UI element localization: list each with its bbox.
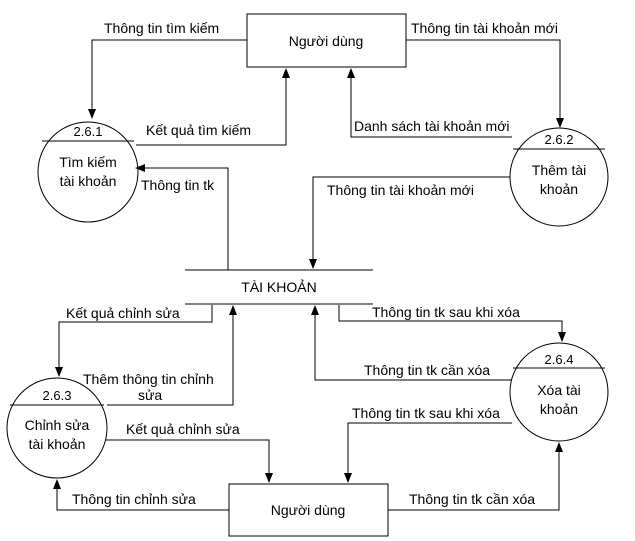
process-2-6-1-line2: tài khoản (60, 173, 117, 189)
process-2-6-1-line1: Tìm kiếm (59, 154, 117, 170)
flow-after-delete-store-label: Thông tin tk sau khi xóa (372, 304, 520, 320)
flow-after-delete-user-line (344, 422, 512, 483)
entity-user-top-label: Người dùng (289, 33, 364, 49)
process-2-6-3-line1: Chỉnh sửa (25, 417, 90, 433)
flow-edit-result-bottom-line (106, 439, 273, 483)
process-2-6-4: 2.6.4 Xóa tài khoản (509, 342, 609, 442)
flow-edit-result-left-label: Kết quả chỉnh sửa (66, 305, 180, 321)
data-store-label: TÀI KHOẢN (241, 279, 316, 295)
process-2-6-3: 2.6.3 Chỉnh sửa tài khoản (6, 377, 108, 479)
flow-add-edit-info-label-1: Thêm thông tin chỉnh (83, 371, 214, 387)
process-2-6-3-id: 2.6.3 (43, 388, 72, 403)
flow-search-result-line (136, 68, 290, 146)
flow-search-info-label: Thông tin tìm kiếm (104, 20, 219, 36)
process-2-6-4-line2: khoản (540, 401, 578, 417)
process-2-6-4-line1: Xóa tài (537, 382, 581, 398)
flow-edit-info-label: Thông tin chỉnh sửa (72, 491, 196, 507)
process-2-6-1-id: 2.6.1 (74, 124, 103, 139)
entity-user-bottom-label: Người dùng (271, 502, 346, 518)
flow-add-edit-info-label-2: sửa (138, 387, 162, 403)
flow-need-delete-store-line (311, 305, 512, 381)
process-2-6-2: 2.6.2 Thêm tài khoản (509, 127, 609, 227)
flow-edit-result-left-line (55, 305, 213, 377)
flow-need-delete-user-label: Thông tin tk cần xóa (409, 491, 535, 507)
process-2-6-2-line2: khoản (540, 181, 578, 197)
flow-after-delete-user-label: Thông tin tk sau khi xóa (352, 405, 500, 421)
flow-search-result-label: Kết quả tìm kiếm (146, 122, 251, 138)
flow-new-account-store-line (309, 176, 510, 269)
flow-new-account-info-label: Thông tin tài khoản mới (411, 20, 558, 36)
flow-need-delete-user-line (388, 442, 563, 511)
process-2-6-3-line2: tài khoản (29, 436, 86, 452)
flow-search-info-line (88, 39, 247, 119)
flow-after-delete-store-line (338, 305, 566, 342)
entity-user-top: Người dùng (246, 13, 407, 68)
process-2-6-1: 2.6.1 Tìm kiếm tài khoản (37, 121, 139, 223)
flow-new-account-store-label: Thông tin tài khoản mới (327, 182, 474, 198)
data-store-tai-khoan: TÀI KHOẢN (185, 269, 373, 305)
flow-edit-result-bottom-label: Kết quả chỉnh sửa (126, 421, 240, 437)
flow-need-delete-store-label: Thông tin tk cần xóa (364, 362, 490, 378)
flow-new-account-list-line (347, 68, 512, 138)
entity-user-bottom: Người dùng (228, 483, 389, 537)
flow-new-account-info-line (406, 39, 564, 128)
flow-new-account-list-label: Danh sách tài khoản mới (354, 118, 509, 134)
flow-add-edit-info-line (107, 305, 237, 406)
flow-edit-info-line (53, 479, 229, 511)
flow-account-info-label: Thông tin tk (141, 177, 215, 193)
process-2-6-4-id: 2.6.4 (545, 352, 574, 367)
process-2-6-2-line1: Thêm tài (532, 162, 586, 178)
flow-account-info-line (135, 164, 229, 270)
process-2-6-2-id: 2.6.2 (545, 132, 574, 147)
